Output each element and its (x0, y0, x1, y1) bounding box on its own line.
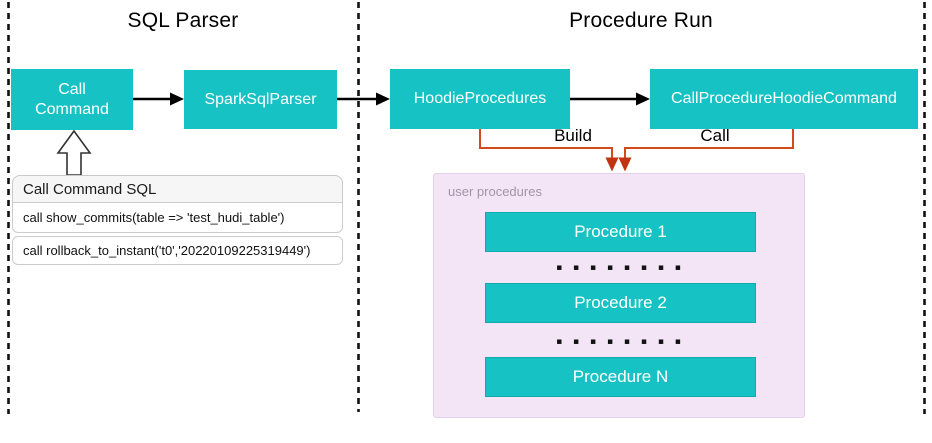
arrow-sparksqlparser-to-hoodieprocedures (337, 92, 390, 106)
build-connector-label: Build (554, 126, 592, 145)
sql-row-text: call rollback_to_instant('t0','202201092… (23, 243, 311, 258)
ellipsis-dots: ▪ ▪ ▪ ▪ ▪ ▪ ▪ ▪ (556, 337, 685, 347)
node-procedure-2: Procedure 2 (485, 283, 756, 323)
node-hoodie-procedures-label: HoodieProcedures (413, 90, 547, 107)
node-call-procedure-hoodie-command: CallProcedureHoodieCommand (650, 69, 918, 129)
sql-panel-row-show-commits: call show_commits(table => 'test_hudi_ta… (12, 202, 343, 233)
node-call-command: Call Command (11, 69, 133, 130)
node-procedure-2-label: Procedure 2 (574, 293, 667, 312)
call-connector-label: Call (700, 126, 730, 145)
node-procedure-1: Procedure 1 (485, 212, 756, 252)
node-hoodie-procedures: HoodieProcedures (390, 69, 570, 129)
sql-panel-row-rollback: call rollback_to_instant('t0','202201092… (12, 236, 343, 265)
arrow-callcommand-to-sparksqlparser (133, 92, 184, 106)
node-spark-sql-parser: SparkSqlParser (184, 70, 337, 129)
hollow-up-arrow (56, 129, 92, 176)
node-spark-sql-parser-label: SparkSqlParser (204, 90, 317, 108)
sql-panel-header: Call Command SQL (12, 175, 343, 203)
sql-row-text: call show_commits(table => 'test_hudi_ta… (23, 210, 285, 225)
arrow-hoodieprocedures-to-callprocedure (570, 92, 650, 106)
ellipsis-dots: ▪ ▪ ▪ ▪ ▪ ▪ ▪ ▪ (556, 263, 685, 273)
node-call-command-label: Call Command (35, 80, 109, 118)
section-title-sql-parser: SQL Parser (127, 9, 239, 32)
node-procedure-1-label: Procedure 1 (574, 222, 667, 241)
section-title-procedure-run: Procedure Run (569, 9, 713, 32)
user-procedures-title: user procedures (448, 184, 542, 199)
node-procedure-n: Procedure N (485, 357, 756, 397)
node-call-procedure-hoodie-command-label: CallProcedureHoodieCommand (671, 90, 897, 107)
sql-panel-header-label: Call Command SQL (23, 180, 157, 198)
node-procedure-n-label: Procedure N (572, 367, 669, 386)
